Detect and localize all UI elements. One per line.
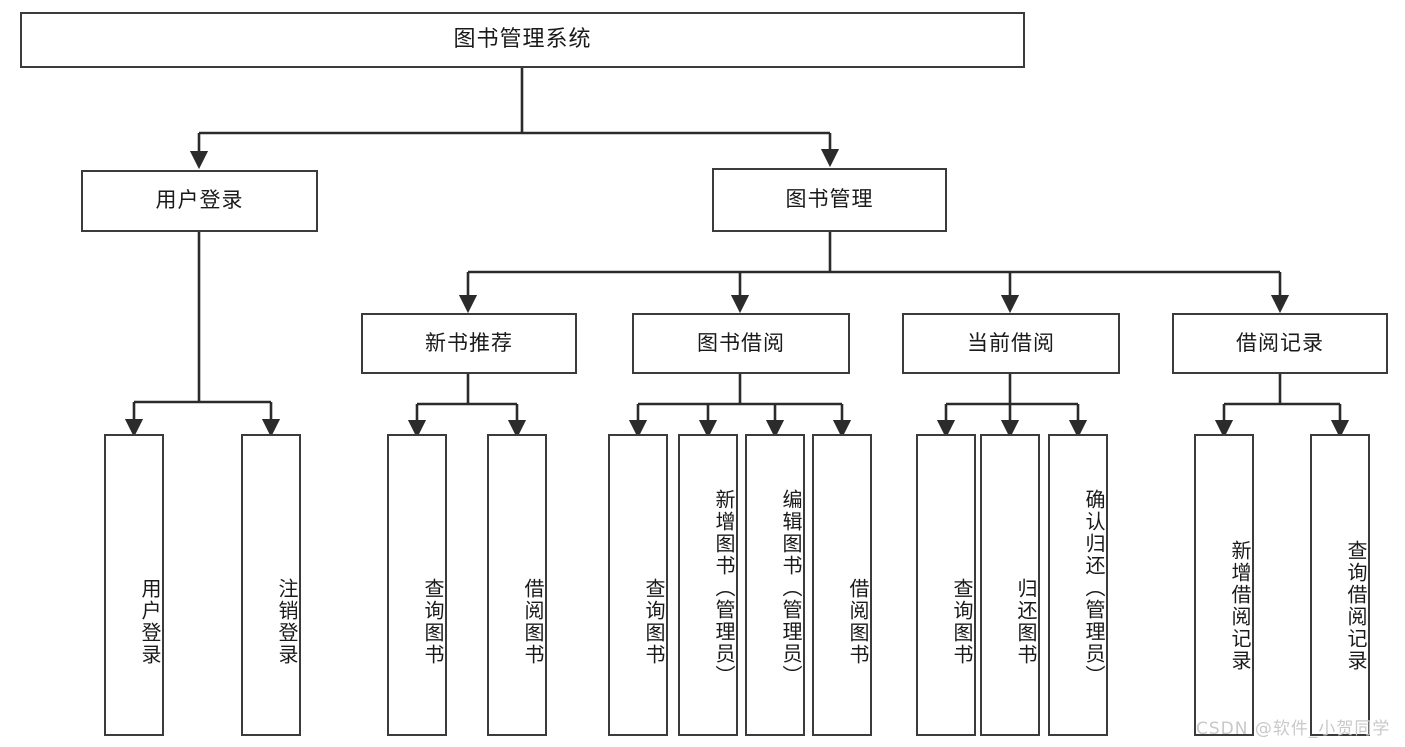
leaf-recommend-query-book[interactable]: 查询图书 <box>387 434 447 736</box>
node-book-borrow[interactable]: 图书借阅 <box>632 313 850 374</box>
leaf-borrow-lend-book[interactable]: 借阅图书 <box>812 434 872 736</box>
leaf-borrow-edit-book-admin[interactable]: 编辑图书（管理员） <box>745 434 805 736</box>
leaf-record-query-borrow-record[interactable]: 查询借阅记录 <box>1310 434 1370 736</box>
node-current-borrow[interactable]: 当前借阅 <box>902 313 1120 374</box>
node-book-manage[interactable]: 图书管理 <box>712 168 947 232</box>
leaf-current-return-book[interactable]: 归还图书 <box>980 434 1040 736</box>
leaf-current-confirm-return-admin[interactable]: 确认归还（管理员） <box>1048 434 1108 736</box>
csdn-watermark: CSDN @软件_小贺同学 <box>1196 719 1391 739</box>
node-root-system[interactable]: 图书管理系统 <box>20 12 1025 68</box>
leaf-record-add-borrow-record[interactable]: 新增借阅记录 <box>1194 434 1254 736</box>
leaf-borrow-add-book-admin[interactable]: 新增图书（管理员） <box>678 434 738 736</box>
node-user-login[interactable]: 用户登录 <box>81 170 318 232</box>
node-borrow-record[interactable]: 借阅记录 <box>1172 313 1388 374</box>
leaf-user-logout[interactable]: 注销登录 <box>241 434 301 736</box>
node-new-book-recommend[interactable]: 新书推荐 <box>361 313 577 374</box>
leaf-user-login[interactable]: 用户登录 <box>104 434 164 736</box>
leaf-recommend-borrow-book[interactable]: 借阅图书 <box>487 434 547 736</box>
leaf-borrow-query-book[interactable]: 查询图书 <box>608 434 668 736</box>
leaf-current-query-book[interactable]: 查询图书 <box>916 434 976 736</box>
